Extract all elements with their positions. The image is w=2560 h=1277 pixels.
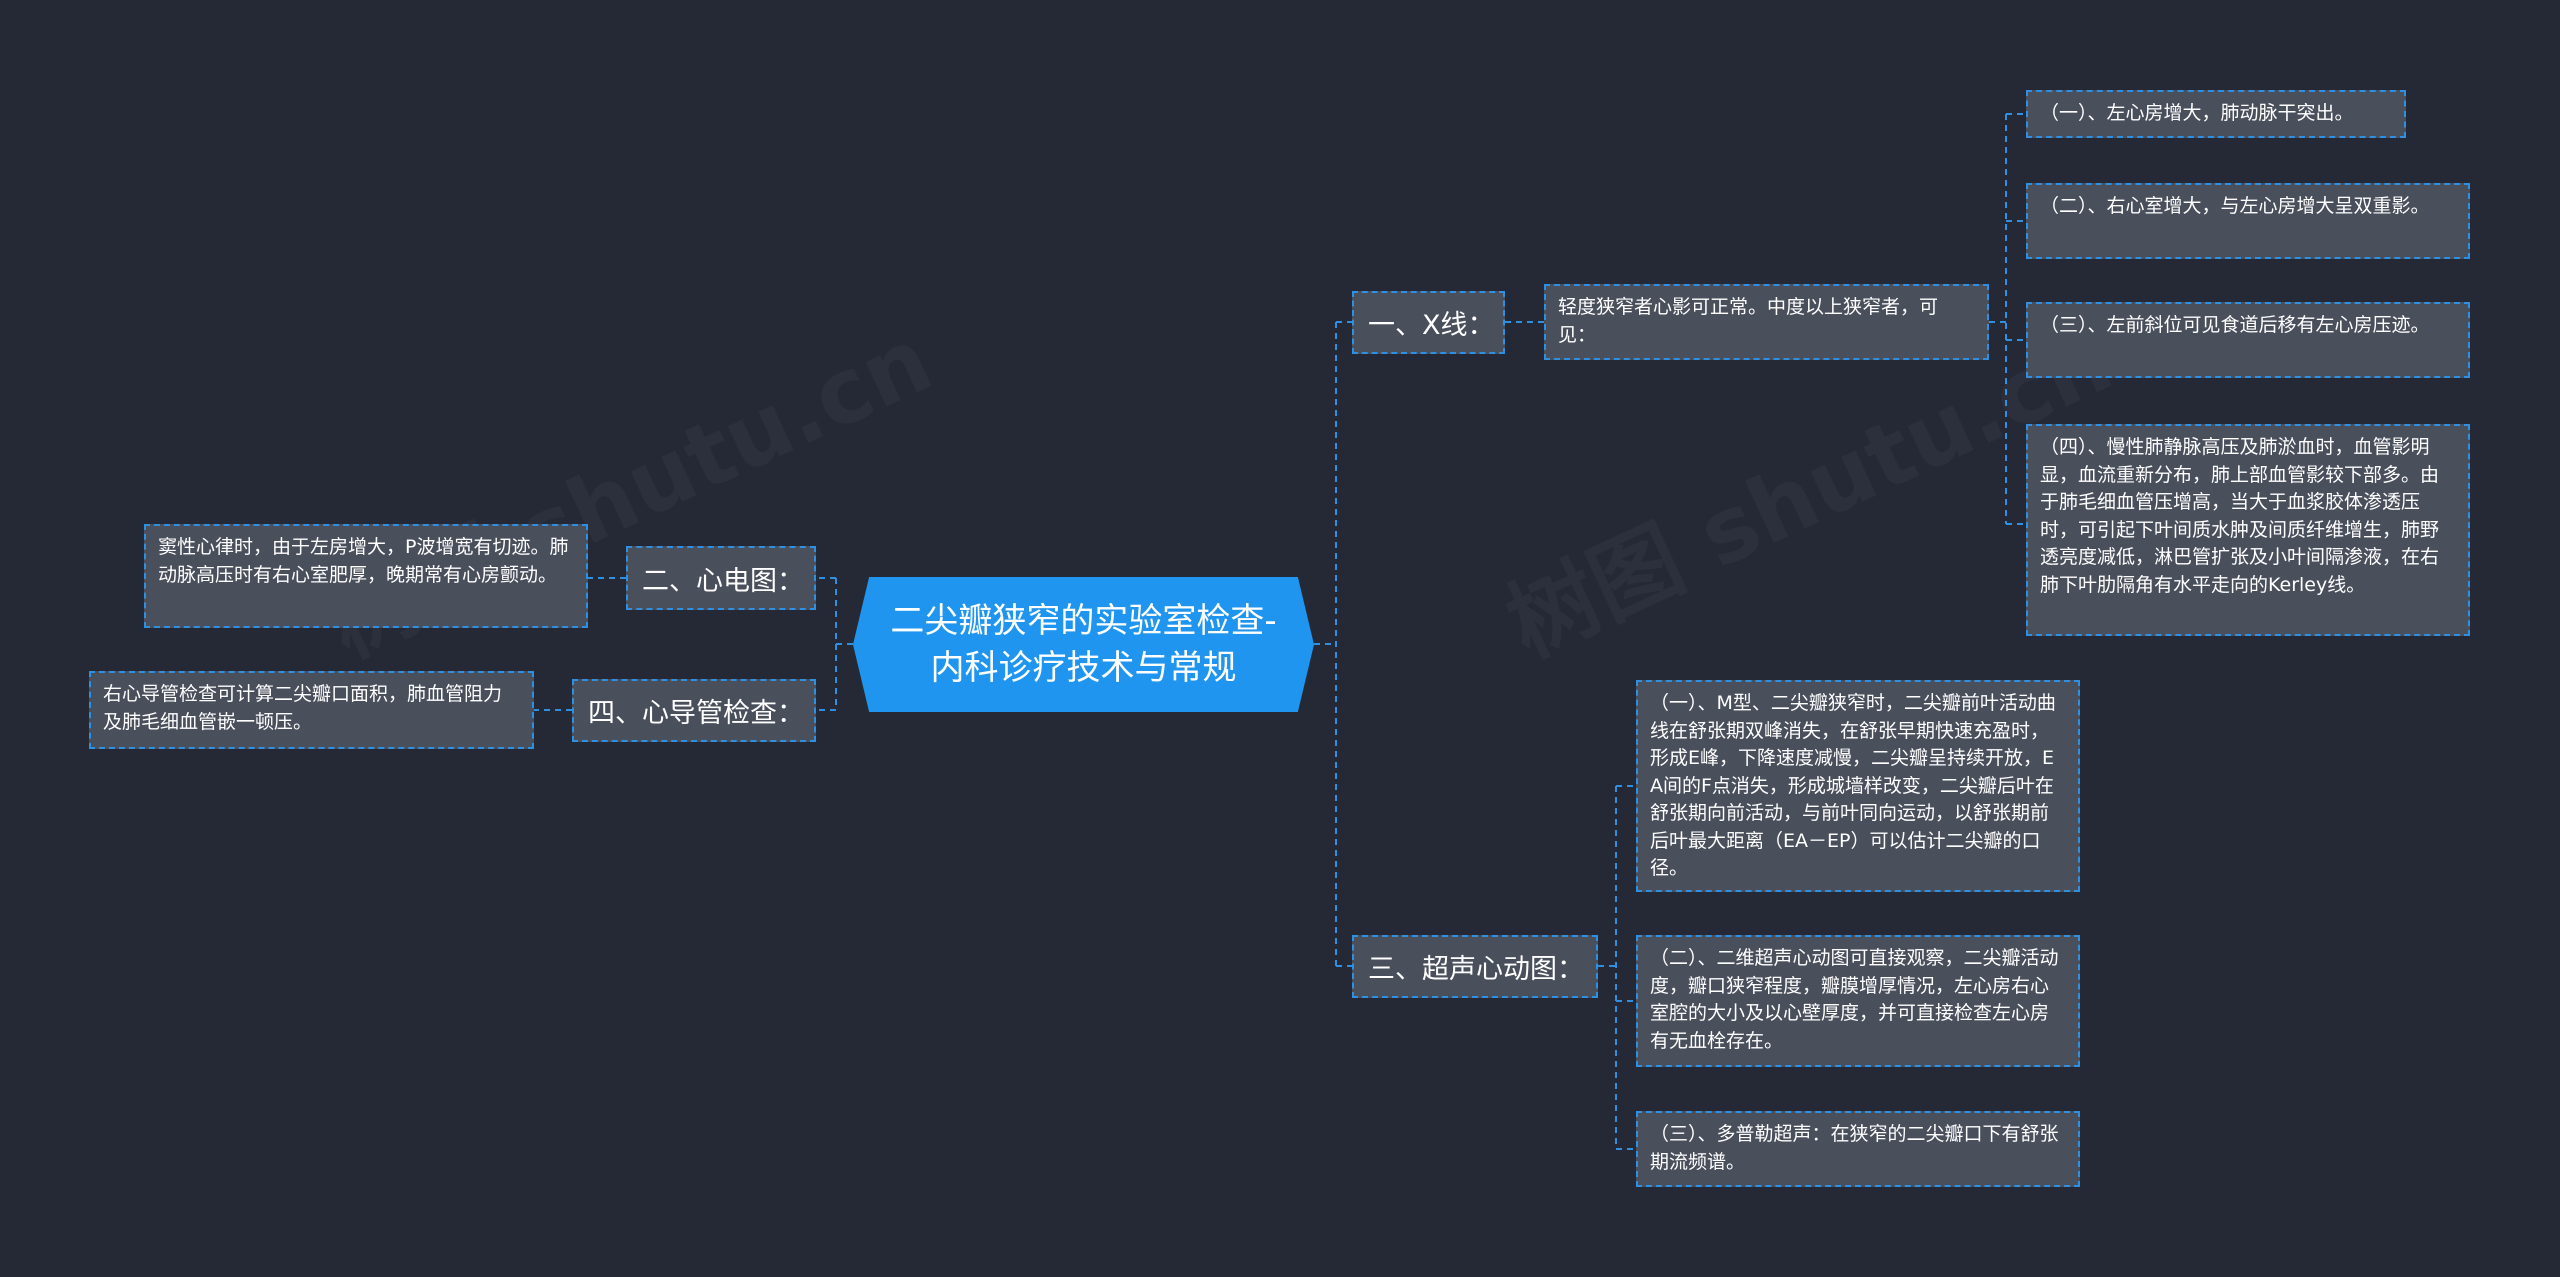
- root-topic[interactable]: 二尖瓣狭窄的实验室检查- 内科诊疗技术与常规: [853, 577, 1314, 712]
- xray-item-3-text: （三）、左前斜位可见食道后移有左心房压迹。: [2040, 314, 2430, 336]
- topic-ecg[interactable]: 二、心电图：: [626, 546, 816, 610]
- echo-item-3[interactable]: （三）、多普勒超声：在狭窄的二尖瓣口下有舒张期流频谱。: [1636, 1111, 2080, 1187]
- xray-intro-text: 轻度狭窄者心影可正常。中度以上狭窄者，可见：: [1558, 296, 1939, 346]
- topic-cath-label: 四、心导管检查：: [588, 698, 804, 729]
- root-topic-label: 二尖瓣狭窄的实验室检查- 内科诊疗技术与常规: [890, 600, 1277, 688]
- topic-echo[interactable]: 三、超声心动图：: [1352, 935, 1598, 998]
- xray-item-4-text: （四）、慢性肺静脉高压及肺淤血时，血管影明显，血流重新分布，肺上部血管影较下部多…: [2040, 436, 2440, 596]
- topic-xray[interactable]: 一、X线：: [1352, 291, 1505, 354]
- ecg-detail[interactable]: 窦性心律时，由于左房增大，P波增宽有切迹。肺动脉高压时有右心室肥厚，晚期常有心房…: [144, 524, 588, 628]
- topic-xray-label: 一、X线：: [1368, 310, 1495, 341]
- echo-item-2[interactable]: （二）、二维超声心动图可直接观察，二尖瓣活动度，瓣口狭窄程度，瓣膜增厚情况，左心…: [1636, 935, 2080, 1067]
- xray-intro[interactable]: 轻度狭窄者心影可正常。中度以上狭窄者，可见：: [1544, 284, 1989, 360]
- topic-cath[interactable]: 四、心导管检查：: [572, 679, 816, 742]
- echo-item-3-text: （三）、多普勒超声：在狭窄的二尖瓣口下有舒张期流频谱。: [1650, 1123, 2059, 1173]
- xray-item-1-text: （一）、左心房增大，肺动脉干突出。: [2040, 102, 2354, 124]
- ecg-detail-text: 窦性心律时，由于左房增大，P波增宽有切迹。肺动脉高压时有右心室肥厚，晚期常有心房…: [158, 536, 569, 586]
- xray-item-2[interactable]: （二）、右心室增大，与左心房增大呈双重影。: [2026, 183, 2470, 259]
- xray-item-1[interactable]: （一）、左心房增大，肺动脉干突出。: [2026, 90, 2406, 138]
- echo-item-2-text: （二）、二维超声心动图可直接观察，二尖瓣活动度，瓣口狭窄程度，瓣膜增厚情况，左心…: [1650, 947, 2059, 1052]
- topic-echo-label: 三、超声心动图：: [1368, 954, 1584, 985]
- cath-detail[interactable]: 右心导管检查可计算二尖瓣口面积，肺血管阻力及肺毛细血管嵌一顿压。: [89, 671, 534, 749]
- xray-item-4[interactable]: （四）、慢性肺静脉高压及肺淤血时，血管影明显，血流重新分布，肺上部血管影较下部多…: [2026, 424, 2470, 636]
- xray-item-2-text: （二）、右心室增大，与左心房增大呈双重影。: [2040, 195, 2430, 217]
- echo-item-1-text: （一）、M型、二尖瓣狭窄时，二尖瓣前叶活动曲线在舒张期双峰消失，在舒张早期快速充…: [1650, 692, 2056, 879]
- xray-item-3[interactable]: （三）、左前斜位可见食道后移有左心房压迹。: [2026, 302, 2470, 378]
- echo-item-1[interactable]: （一）、M型、二尖瓣狭窄时，二尖瓣前叶活动曲线在舒张期双峰消失，在舒张早期快速充…: [1636, 680, 2080, 892]
- cath-detail-text: 右心导管检查可计算二尖瓣口面积，肺血管阻力及肺毛细血管嵌一顿压。: [103, 683, 503, 733]
- topic-ecg-label: 二、心电图：: [642, 565, 804, 597]
